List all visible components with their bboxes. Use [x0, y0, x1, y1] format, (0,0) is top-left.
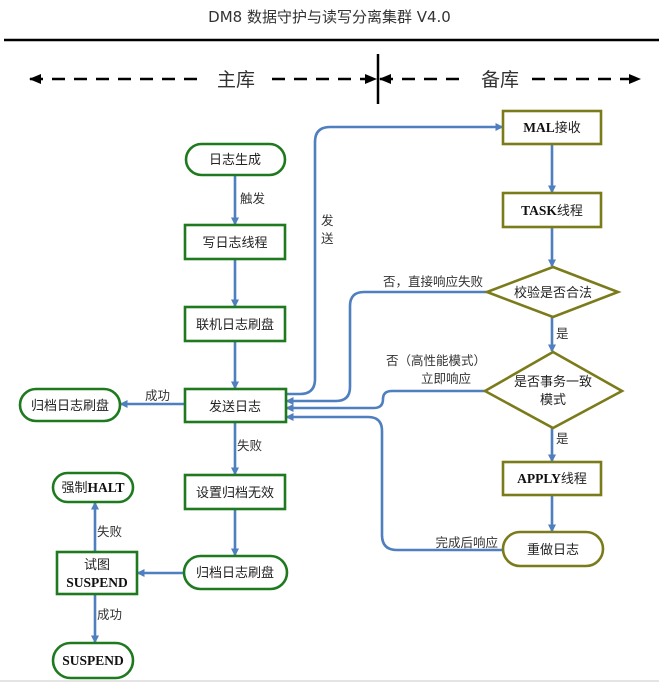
edge-validate-no-to-send [285, 290, 487, 405]
svg-text:MAL接收: MAL接收 [523, 120, 581, 136]
svg-text:试图: 试图 [84, 558, 110, 573]
node-archive-log-flush-success: 归档日志刷盘 [18, 387, 122, 423]
section-label-primary: 主库 [217, 69, 255, 91]
svg-text:写日志线程: 写日志线程 [202, 236, 267, 251]
svg-text:TASK线程: TASK线程 [521, 203, 583, 219]
node-try-suspend: 试图 SUSPEND [55, 550, 139, 596]
edge-label-tx-no-2: 立即响应 [421, 371, 471, 386]
diagram-title: DM8 数据守护与读写分离集群 V4.0 [208, 8, 451, 26]
svg-text:设置归档无效: 设置归档无效 [196, 486, 274, 501]
edge-label-success-suspend: 成功 [97, 607, 122, 622]
svg-text:SUSPEND: SUSPEND [66, 575, 128, 590]
svg-text:重做日志: 重做日志 [527, 542, 579, 558]
svg-text:日志生成: 日志生成 [209, 153, 261, 168]
node-apply-thread: APPLY线程 [501, 460, 603, 497]
svg-text:归档日志刷盘: 归档日志刷盘 [196, 565, 274, 581]
node-online-log-flush: 联机日志刷盘 [183, 305, 287, 343]
svg-text:校验是否合法: 校验是否合法 [514, 285, 592, 301]
edge-label-success-archive: 成功 [145, 388, 170, 403]
edge-label-validate-yes: 是 [556, 326, 569, 341]
edge-label-tx-yes: 是 [556, 431, 569, 446]
edge-label-trigger: 触发 [240, 191, 266, 206]
svg-text:SUSPEND: SUSPEND [62, 653, 124, 668]
svg-text:发送日志: 发送日志 [209, 399, 261, 415]
node-set-archive-invalid: 设置归档无效 [183, 473, 287, 511]
node-validate-decision: 校验是否合法 [483, 265, 622, 319]
edge-label-validate-no: 否，直接响应失败 [383, 274, 484, 289]
section-label-standby: 备库 [481, 69, 519, 91]
svg-text:是否事务一致: 是否事务一致 [514, 374, 592, 390]
edge-label-tx-no-1: 否（高性能模式） [386, 353, 486, 368]
edge-label-fail-send: 失败 [237, 438, 263, 453]
edge-tx-no-to-send [285, 389, 485, 412]
node-suspend: SUSPEND [51, 641, 135, 680]
node-archive-log-flush-fail: 归档日志刷盘 [182, 554, 289, 591]
svg-text:模式: 模式 [540, 393, 566, 408]
svg-text:联机日志刷盘: 联机日志刷盘 [196, 317, 274, 333]
edge-label-redo-done: 完成后响应 [435, 535, 498, 550]
svg-text:强制HALT: 强制HALT [61, 480, 124, 496]
node-task-thread: TASK线程 [501, 191, 603, 229]
edge-redo-to-send [285, 413, 503, 552]
node-send-log: 发送日志 [183, 387, 288, 424]
svg-text:归档日志刷盘: 归档日志刷盘 [31, 398, 109, 414]
node-log-generate: 日志生成 [184, 142, 287, 177]
node-write-log-thread: 写日志线程 [183, 223, 287, 261]
node-mal-receive: MAL接收 [501, 109, 603, 146]
edge-label-fail-suspend: 失败 [97, 524, 123, 539]
node-tx-consistent-decision: 是否事务一致 模式 [482, 350, 625, 430]
node-redo-log: 重做日志 [501, 530, 605, 568]
node-force-halt: 强制HALT [51, 471, 135, 504]
svg-text:APPLY线程: APPLY线程 [517, 471, 587, 487]
edge-label-send-2: 送 [321, 231, 334, 246]
bottom-rule [0, 680, 659, 682]
edge-send-to-mal [286, 123, 504, 396]
edge-label-send-1: 发 [321, 213, 334, 228]
